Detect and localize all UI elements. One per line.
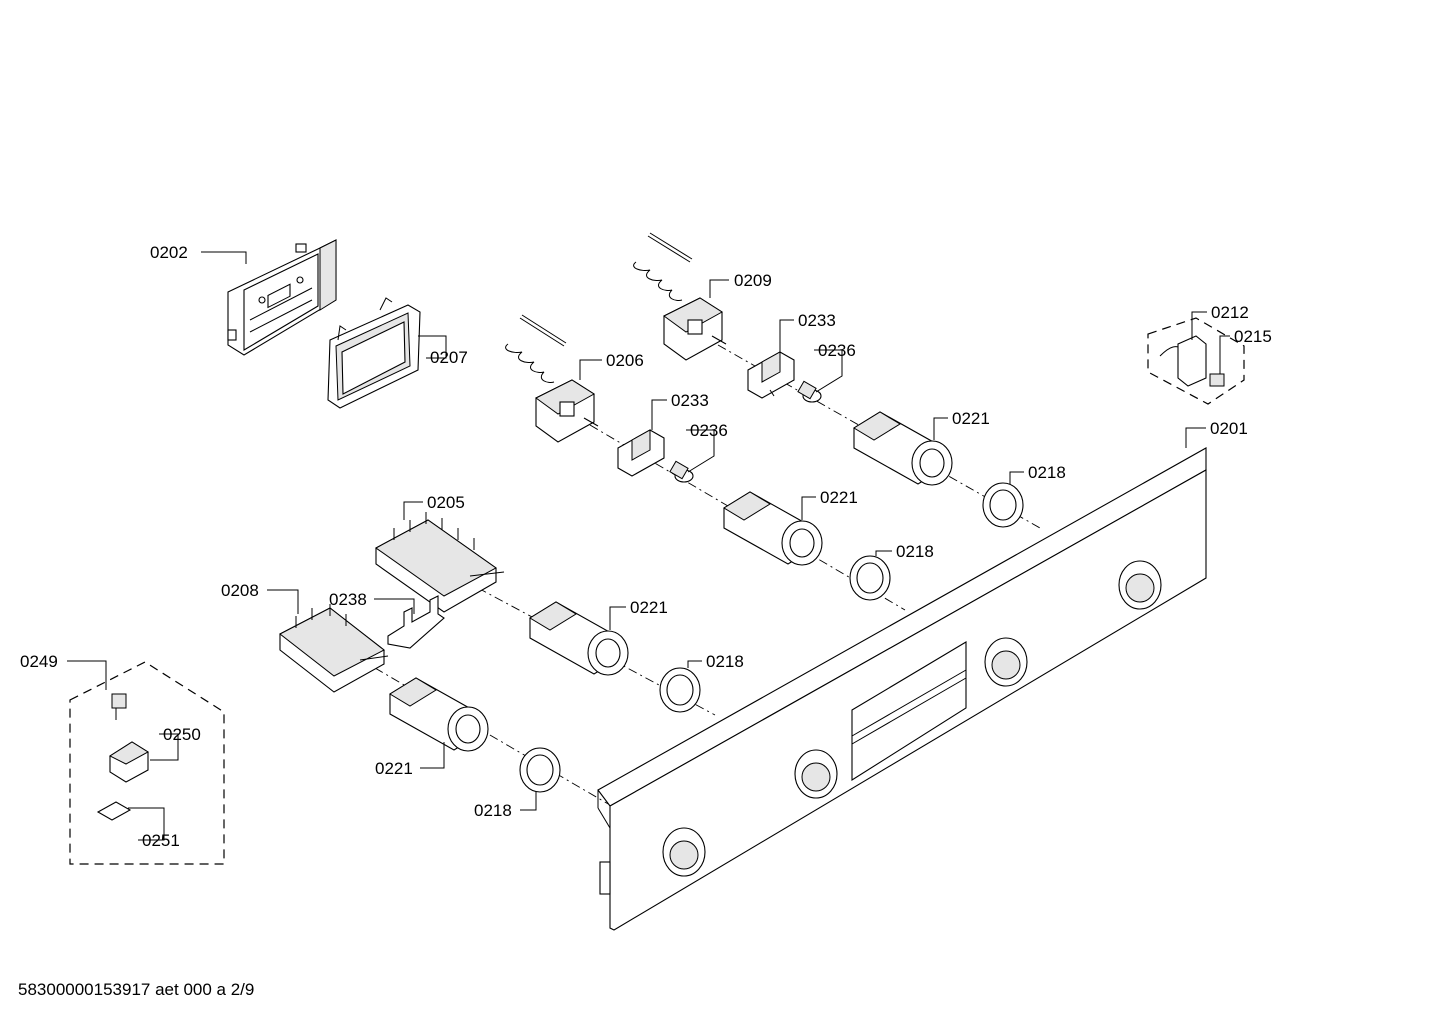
label-0209: 0209	[734, 271, 772, 290]
label-0206: 0206	[606, 351, 644, 370]
module-0202	[227, 239, 337, 356]
label-0250: 0250	[163, 725, 201, 744]
label-0249: 0249	[20, 652, 58, 671]
label-0205: 0205	[427, 493, 465, 512]
part-labels: 0202 0207 0209 0206 0233 0236 0233 0236 …	[20, 243, 1272, 850]
label-0218-a: 0218	[1028, 463, 1066, 482]
knob-0221-a	[853, 411, 953, 486]
bracket-0233-upper	[747, 351, 795, 399]
thermostat-0209	[633, 232, 727, 361]
label-0236-upper: 0236	[818, 341, 856, 360]
knob-0221-b	[723, 491, 823, 566]
label-0238: 0238	[329, 590, 367, 609]
group-0212-0215	[1147, 317, 1245, 405]
knob-0221-c	[529, 601, 629, 676]
label-0218-d: 0218	[474, 801, 512, 820]
lamp-holder-0236-upper	[797, 380, 822, 403]
label-0201: 0201	[1210, 419, 1248, 438]
label-0221-b: 0221	[820, 488, 858, 507]
label-0233-lower: 0233	[671, 391, 709, 410]
bracket-0233-lower	[617, 429, 665, 477]
label-0221-d: 0221	[375, 759, 413, 778]
ring-0218-b	[849, 555, 891, 601]
knob-0221-d	[389, 677, 489, 752]
ring-0218-c	[659, 667, 701, 713]
selector-switch-0205	[375, 512, 505, 613]
selector-switch-0208	[279, 604, 389, 693]
label-0218-c: 0218	[706, 652, 744, 671]
frame-0207	[327, 297, 421, 409]
label-0221-a: 0221	[952, 409, 990, 428]
document-id: 58300000153917 aet 000 a 2/9	[18, 980, 255, 999]
label-0202: 0202	[150, 243, 188, 262]
control-panel-0201	[597, 447, 1207, 931]
lamp-holder-0236-lower	[669, 460, 694, 483]
label-0208: 0208	[221, 581, 259, 600]
thermostat-0206	[505, 314, 599, 443]
label-0207: 0207	[430, 348, 468, 367]
label-0233-upper: 0233	[798, 311, 836, 330]
ring-0218-a	[982, 482, 1024, 528]
label-0221-c: 0221	[630, 598, 668, 617]
group-0249	[69, 661, 225, 865]
label-0212: 0212	[1211, 303, 1249, 322]
label-0236-lower: 0236	[690, 421, 728, 440]
spring-clip-0238	[387, 595, 445, 649]
label-0218-b: 0218	[896, 542, 934, 561]
leader-lines	[67, 251, 1230, 841]
ring-0218-d	[519, 747, 561, 793]
label-0215: 0215	[1234, 327, 1272, 346]
label-0251: 0251	[142, 831, 180, 850]
